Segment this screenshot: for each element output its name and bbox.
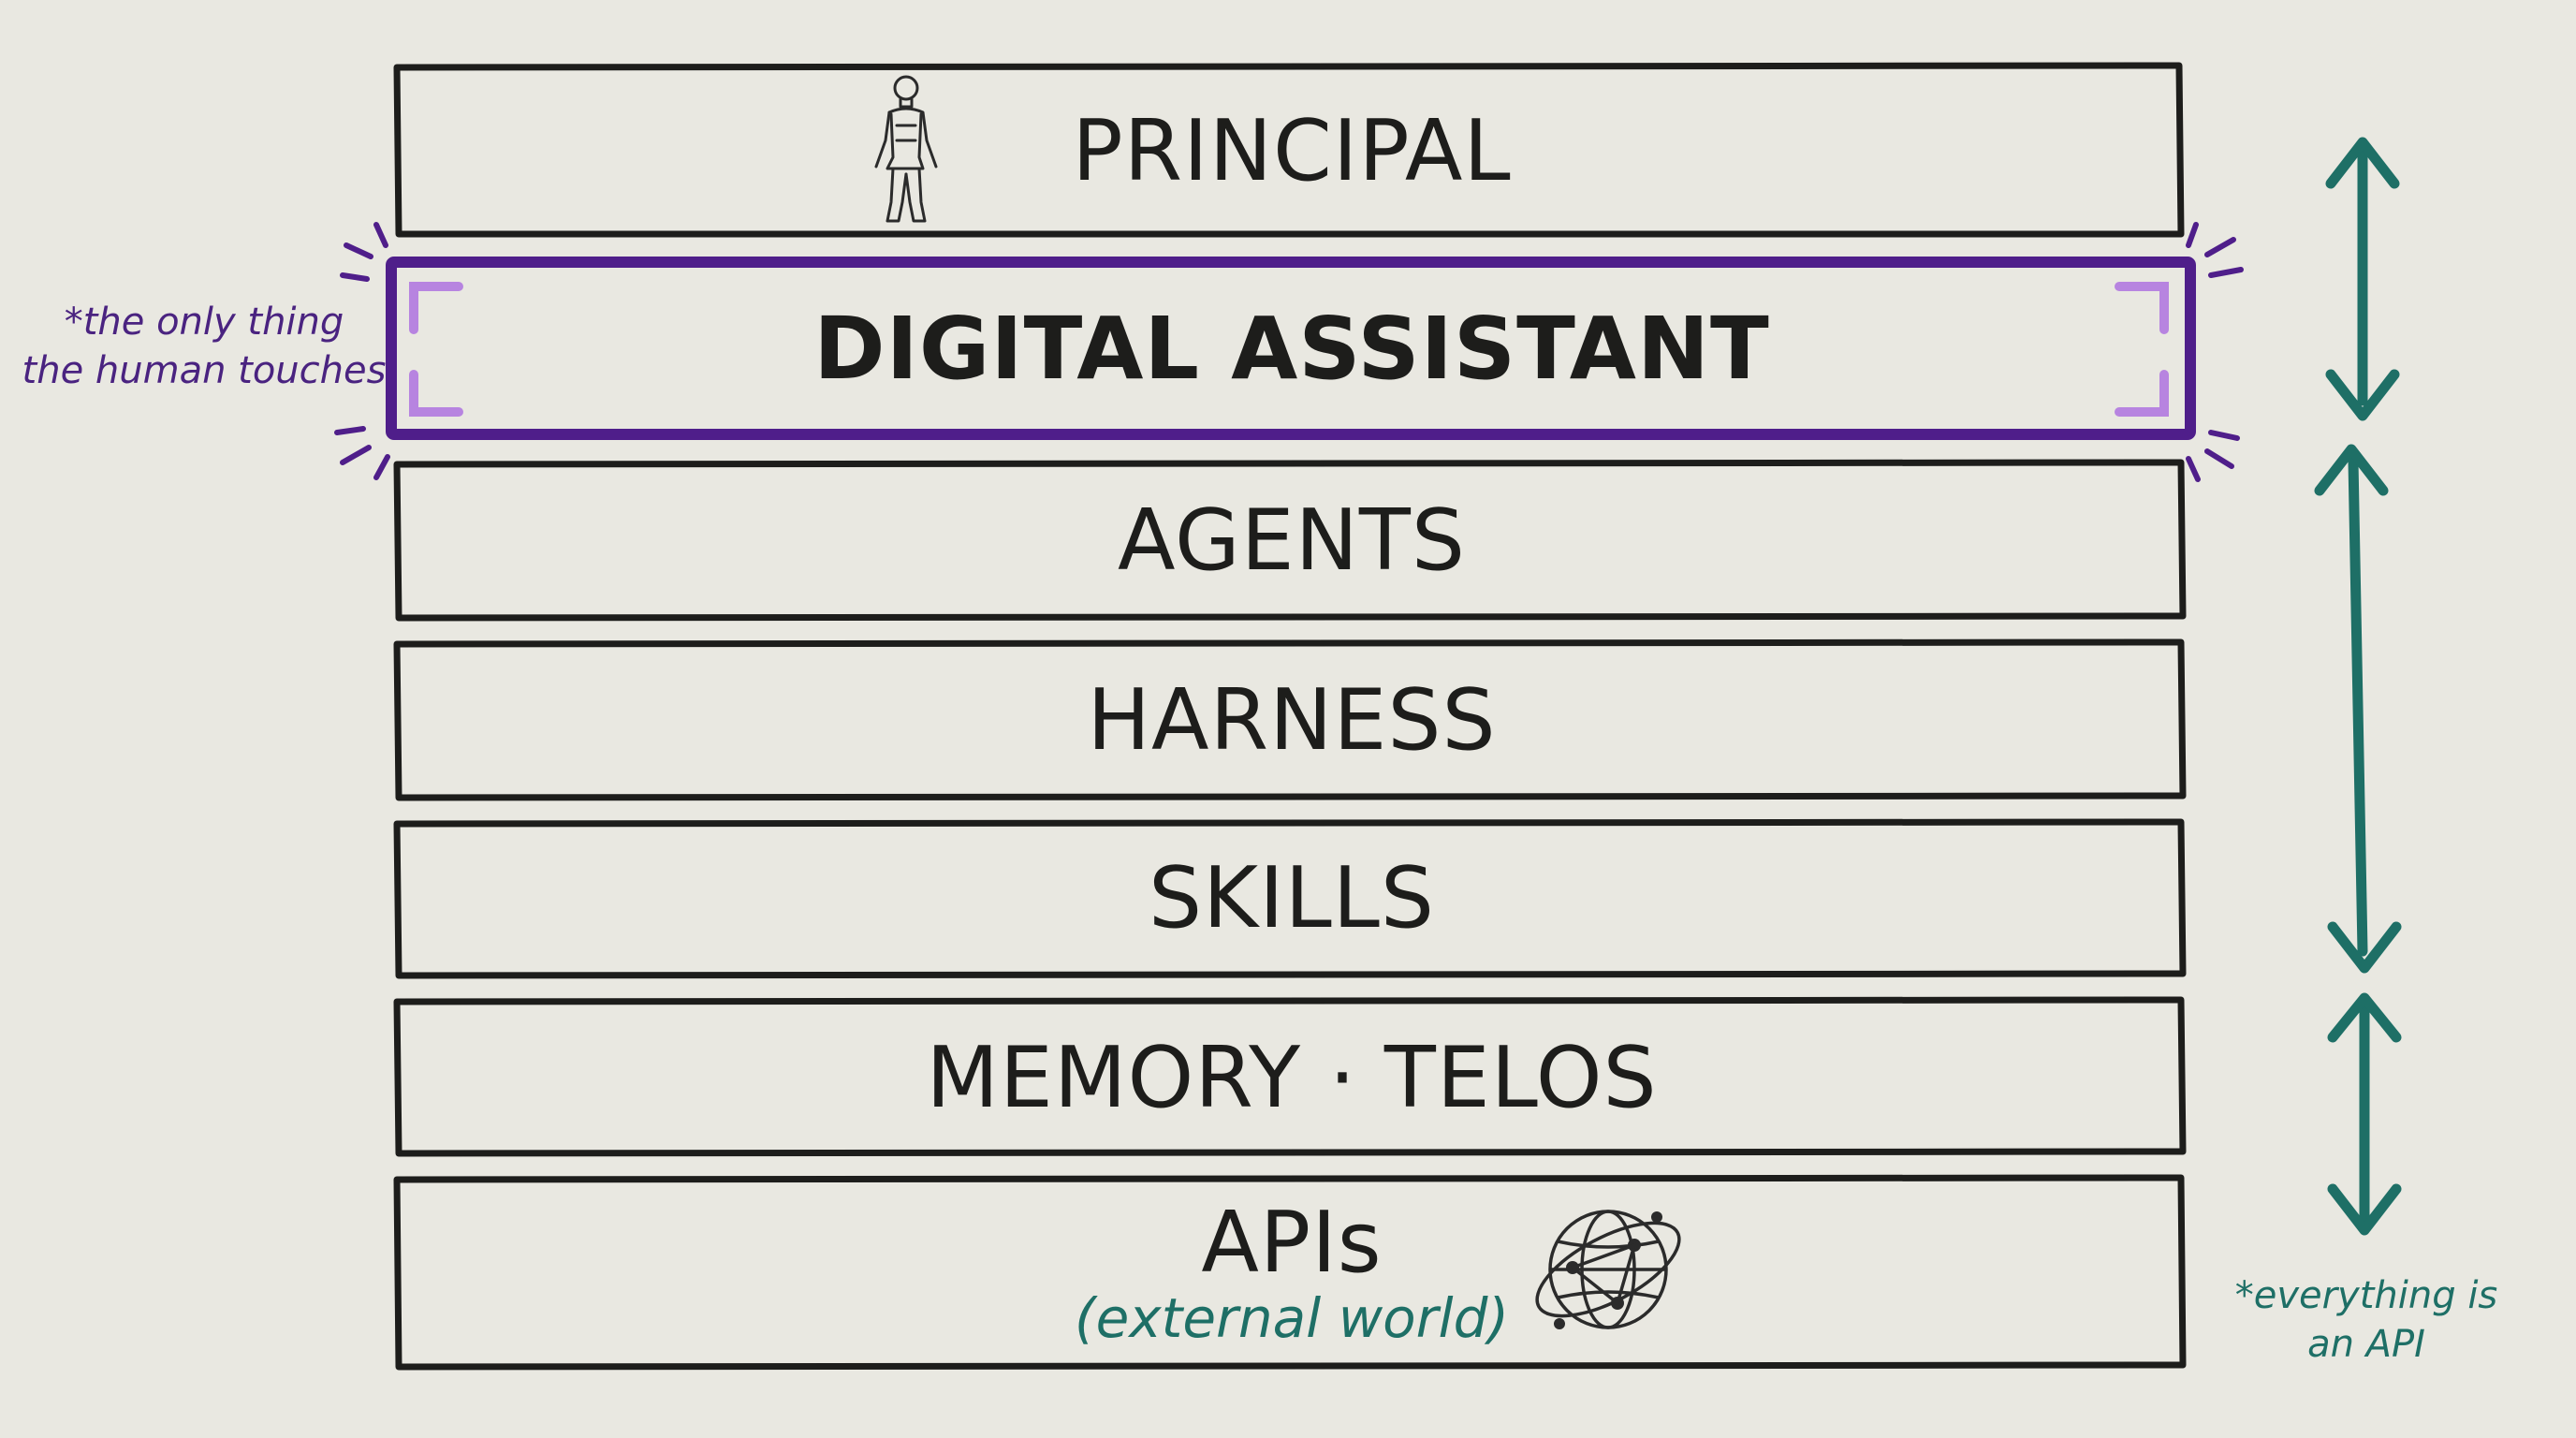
note-everything-api-line-2: an API: [2307, 1323, 2425, 1366]
layer-label-skills: SKILLS: [1148, 849, 1436, 947]
layer-label-memory-telos: MEMORY · TELOS: [926, 1029, 1658, 1127]
layer-box-skills: [393, 818, 2187, 979]
double-arrows: [2314, 137, 2402, 1236]
arrow-memory-to-apis: [2327, 992, 2402, 1236]
note-everything-api-line-1: *everything is: [2234, 1274, 2498, 1317]
layer-box-agents: [393, 459, 2187, 622]
layer-label-principal: PRINCIPAL: [1072, 102, 1512, 200]
layer-sublabel-apis: (external world): [1074, 1286, 1510, 1350]
note-human-touch-line-1: *the only thing: [64, 301, 344, 344]
arrow-assistant-to-skills: [2314, 444, 2402, 974]
arrow-principal-to-assistant: [2325, 137, 2400, 421]
globe-network-icon: [1535, 1210, 1681, 1329]
layer-label-harness: HARNESS: [1087, 671, 1497, 770]
note-everything-api: *everything is an API: [2217, 1271, 2516, 1369]
human-figure-icon: [874, 75, 938, 223]
layer-box-principal: [393, 62, 2185, 238]
layer-box-memory-telos: [393, 996, 2187, 1157]
layer-label-apis: APIs: [1201, 1194, 1383, 1292]
emphasis-ticks: [334, 222, 2244, 482]
layer-box-harness: [393, 638, 2187, 801]
layer-label-agents: AGENTS: [1117, 492, 1467, 590]
layer-box-apis: [393, 1174, 2187, 1371]
note-human-touch-line-2: the human touches: [22, 349, 387, 392]
layer-label-digital-assistant: DIGITAL ASSISTANT: [813, 299, 1770, 399]
note-human-touch: *the only thing the human touches: [17, 298, 391, 395]
layer-box-digital-assistant: [334, 222, 2244, 482]
